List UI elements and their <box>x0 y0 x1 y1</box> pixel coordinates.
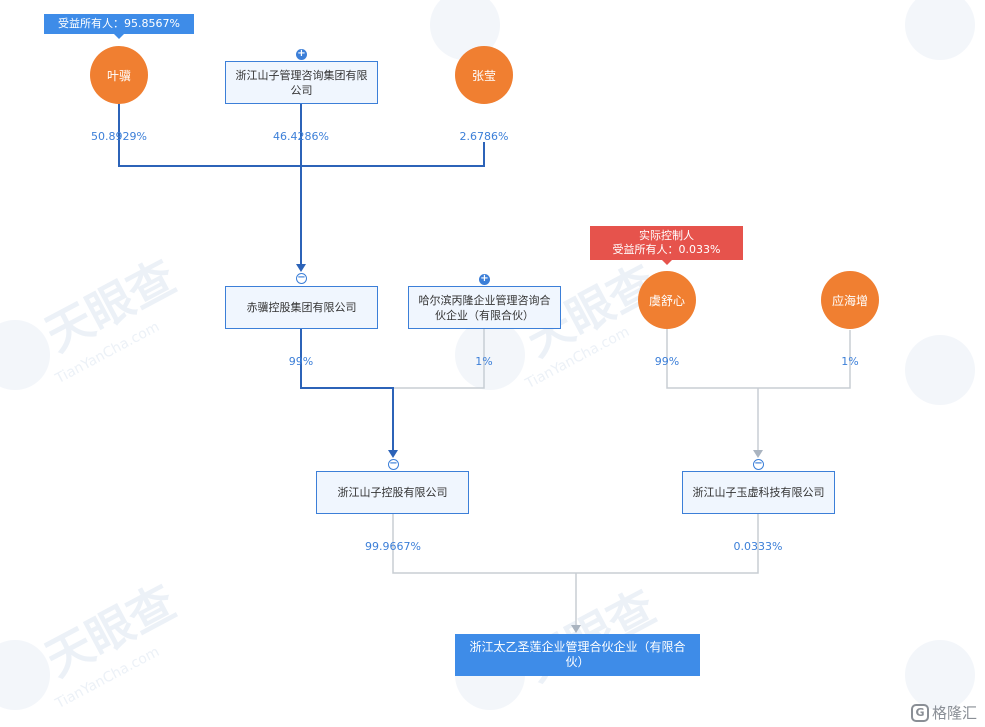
company-node-zj-shanzi-mgmt[interactable]: 浙江山子管理咨询集团有限公司 <box>225 61 378 104</box>
company-name: 浙江山子玉虚科技有限公司 <box>692 486 825 499</box>
tag-pointer-icon <box>114 34 124 39</box>
arrow-shanzi-holding-icon <box>388 450 398 458</box>
person-node-ying-haizeng[interactable]: 应海增 <box>821 271 879 329</box>
person-name: 虞舒心 <box>648 293 685 308</box>
arrow-yuxu-icon <box>753 450 763 458</box>
collapse-icon[interactable]: − <box>296 272 307 284</box>
logo-text: 格隆汇 <box>931 704 977 722</box>
actual-controller-tag: 实际控制人 受益所有人：0.033% <box>590 226 743 265</box>
company-name: 哈尔滨丙隆企业管理咨询合伙企业（有限合伙） <box>418 293 551 322</box>
actual-controller-title: 实际控制人 <box>639 229 694 242</box>
share-pct-zhang-ying: 2.6786% <box>459 130 509 143</box>
gelonghui-logo: G 格隆汇 <box>910 702 977 723</box>
company-name: 浙江山子管理咨询集团有限公司 <box>235 68 368 97</box>
company-node-chiqi-holding[interactable]: 赤骥控股集团有限公司 <box>225 286 378 329</box>
collapse-icon[interactable]: − <box>388 458 399 470</box>
expand-icon[interactable]: + <box>296 48 307 60</box>
share-pct-zj-shanzi-holding: 99.9667% <box>365 540 421 553</box>
person-name: 张莹 <box>471 68 496 83</box>
beneficiary-tag: 受益所有人：95.8567% <box>44 14 194 39</box>
collapse-icon[interactable]: − <box>753 458 764 470</box>
actual-controller-beneficiary: 受益所有人：0.033% <box>612 243 721 256</box>
arrow-root-icon <box>571 625 581 633</box>
beneficiary-tag-text: 受益所有人：95.8567% <box>58 17 180 30</box>
watermark-logo-icon <box>905 0 975 60</box>
connector-chiqi <box>300 329 394 454</box>
share-pct-zj-shanzi-mgmt: 46.4286% <box>273 130 329 143</box>
share-pct-ying-haizeng: 1% <box>841 355 859 368</box>
company-node-harbin-binglong[interactable]: 哈尔滨丙隆企业管理咨询合伙企业（有限合伙） <box>408 286 561 329</box>
connector-root <box>392 514 759 628</box>
company-node-zj-taiyi-root[interactable]: 浙江太乙圣莲企业管理合伙企业（有限合伙） <box>455 634 700 676</box>
person-node-ye-qi[interactable]: 叶骥 <box>90 46 148 104</box>
person-name: 叶骥 <box>106 68 131 83</box>
arrow-chiqi-icon <box>296 264 306 272</box>
watermark-logo-icon <box>905 640 975 710</box>
watermark-logo-icon <box>905 335 975 405</box>
share-pct-ye-qi: 50.8929% <box>91 130 147 143</box>
connector-harbin <box>393 329 485 389</box>
tier1-connectors <box>118 103 485 268</box>
share-pct-chiqi-holding: 99% <box>288 355 314 368</box>
watermark-logo-icon <box>455 320 525 390</box>
expand-icon[interactable]: + <box>479 273 490 285</box>
person-name: 应海增 <box>831 293 868 308</box>
company-name: 赤骥控股集团有限公司 <box>246 301 357 314</box>
tag-pointer-icon <box>661 260 672 265</box>
share-pct-yu-shuxin: 99% <box>654 355 680 368</box>
share-pct-harbin-binglong: 1% <box>475 355 493 368</box>
person-node-yu-shuxin[interactable]: 虞舒心 <box>638 271 696 329</box>
company-name: 浙江太乙圣莲企业管理合伙企业（有限合伙） <box>469 640 686 669</box>
company-node-zj-shanzi-yuxu[interactable]: 浙江山子玉虚科技有限公司 <box>682 471 835 514</box>
company-node-zj-shanzi-holding[interactable]: 浙江山子控股有限公司 <box>316 471 469 514</box>
share-pct-zj-shanzi-yuxu: 0.0333% <box>733 540 783 553</box>
person-node-zhang-ying[interactable]: 张莹 <box>455 46 513 104</box>
gelonghui-icon: G <box>910 703 929 722</box>
company-name: 浙江山子控股有限公司 <box>337 486 448 499</box>
